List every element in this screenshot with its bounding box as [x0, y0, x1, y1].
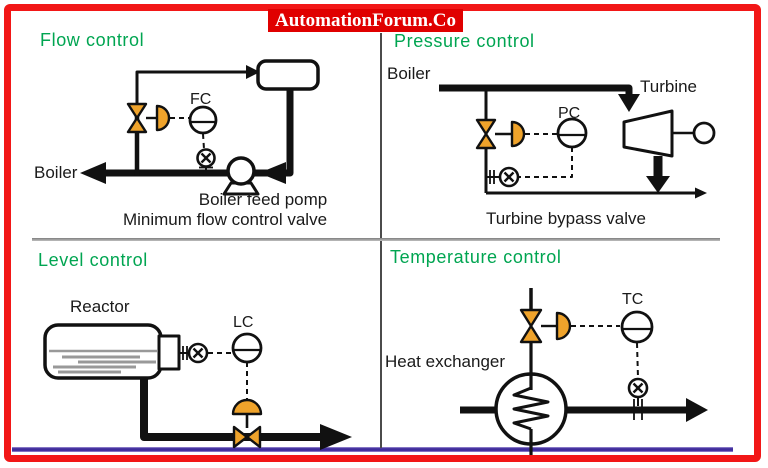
level-actuator-icon — [231, 398, 263, 416]
temperature-control-valve-icon — [519, 308, 543, 344]
drum-outlet-pipe — [286, 89, 294, 177]
level-controller-tag: LC — [233, 314, 254, 331]
signal-line-fc-transmitter — [202, 133, 205, 150]
signal-line-pc-transmitter — [519, 147, 573, 178]
flow-control-valve-icon — [126, 102, 148, 134]
flow-control-title: Flow control — [40, 30, 145, 50]
hx-coil-zigzag — [512, 386, 550, 431]
temperature-controller-tag: TC — [622, 291, 644, 308]
drum-vessel — [256, 59, 320, 91]
heat-exchanger-label: Heat exchanger — [385, 352, 506, 371]
turbine-exhaust-arrowhead — [646, 176, 670, 193]
level-transmitter-icon — [179, 342, 209, 364]
pressure-boiler-label: Boiler — [387, 64, 431, 83]
site-banner: AutomationForum.Co — [268, 9, 464, 32]
temp-actuator-icon — [555, 311, 572, 341]
tc-controller-icon — [620, 310, 654, 344]
pressure-control-title: Pressure control — [394, 31, 535, 51]
turbine-icon — [622, 109, 674, 158]
recirculation-line — [135, 70, 248, 112]
flow-transmitter-icon — [196, 148, 216, 172]
level-control-title: Level control — [38, 250, 148, 270]
temperature-control-title: Temperature control — [390, 247, 562, 267]
pressure-caption: Turbine bypass valve — [485, 209, 647, 228]
lc-controller-icon — [231, 332, 263, 364]
boiler-steam-pipe — [439, 84, 633, 96]
flow-control-diagram — [80, 59, 320, 196]
pressure-control-diagram — [439, 84, 716, 199]
pressure-controller-tag: PC — [558, 105, 581, 122]
outlet-arrowhead — [320, 424, 352, 450]
level-control-valve-icon — [232, 425, 262, 449]
level-control-diagram — [43, 323, 352, 450]
pc-controller-icon — [556, 117, 588, 149]
liquid-level-lines — [49, 349, 157, 374]
flow-boiler-label: Boiler — [34, 163, 78, 182]
temperature-transmitter-icon — [627, 377, 649, 420]
pressure-transmitter-icon — [486, 166, 520, 188]
boiler-arrowhead — [80, 162, 106, 184]
fc-controller-icon — [188, 105, 218, 135]
vessel-nozzle — [157, 334, 181, 371]
flow-controller-tag: FC — [190, 91, 212, 108]
reactor-outlet-pipe — [140, 376, 320, 441]
turbine-inlet-arrowhead — [618, 94, 640, 112]
bypass-valve-icon — [475, 118, 497, 150]
pump-icon — [222, 156, 260, 196]
flow-caption-line1: Boiler feed pomp — [198, 190, 328, 209]
bottom-divider-line — [12, 447, 733, 452]
temperature-control-diagram — [460, 288, 708, 456]
quadrant-divider-horizontal — [32, 238, 720, 241]
reactor-label: Reactor — [70, 297, 130, 316]
flow-caption-line2: Minimum flow control valve — [122, 210, 328, 229]
hx-outlet-arrowhead — [686, 398, 708, 422]
signal-line-tc-transmitter — [636, 342, 639, 379]
turbine-label: Turbine — [640, 77, 698, 96]
generator-icon — [692, 121, 716, 145]
valve-actuator-icon — [155, 104, 171, 132]
recirculation-arrowhead — [246, 65, 260, 79]
condenser-arrowhead — [695, 187, 707, 199]
bypass-actuator-icon — [510, 120, 526, 148]
